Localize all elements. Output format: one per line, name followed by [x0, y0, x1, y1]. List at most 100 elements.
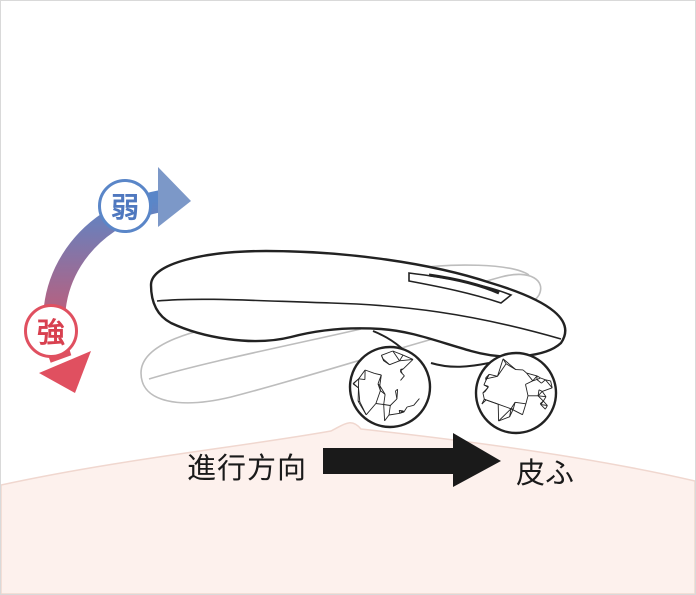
roller-facet-line [542, 400, 548, 406]
intensity-strong-badge: 強 [24, 304, 78, 358]
roller-facet-line [525, 395, 529, 404]
roller-facet-line [484, 398, 499, 405]
direction-label: 進行方向 [187, 451, 308, 485]
roller-facet-line [383, 394, 386, 405]
roller-facet-line [522, 403, 527, 415]
roller-facet-line [540, 404, 548, 406]
roller-facet-line [402, 359, 414, 370]
roller-facet-line [522, 369, 527, 374]
roller-facet-line [537, 389, 540, 396]
roller-facet-line [542, 396, 547, 402]
roller-facet-line [359, 401, 367, 415]
roller-facet-line [510, 402, 516, 410]
intensity-weak-badge: 弱 [98, 179, 152, 233]
roller-ball-left [348, 345, 432, 429]
roller-facet-line [400, 375, 405, 381]
roller-facet-line [384, 414, 390, 422]
roller-facet-line [403, 406, 408, 413]
roller-facet-line [532, 375, 538, 382]
roller-facet-line [497, 358, 504, 377]
roller-facet-line [536, 377, 541, 380]
roller-facet-line [525, 380, 533, 385]
roller-facet-line [485, 374, 490, 381]
roller-facet-line [502, 358, 517, 370]
roller-facet-line [484, 398, 487, 401]
roller-facet-line [413, 398, 420, 406]
roller-facet-line [541, 379, 546, 384]
roller-facet-line [550, 380, 553, 388]
roller-facet-line [383, 404, 386, 421]
roller-facet-line [544, 405, 548, 410]
roller-facet-line [540, 404, 546, 410]
roller-facet-line [358, 387, 361, 402]
skin-label: 皮ふ [516, 456, 575, 490]
roller-facet-line [498, 416, 510, 422]
roller-facet-line [398, 410, 401, 414]
roller-facet-line [541, 391, 547, 397]
roller-facet-line [395, 388, 398, 392]
roller-facet-line [509, 408, 512, 417]
roller-facet-line [400, 370, 403, 374]
roller-facet-line [379, 374, 382, 386]
roller-facet-line [379, 385, 381, 391]
roller-facet-line [536, 375, 541, 379]
roller-facet-line [484, 384, 489, 388]
direction-arrow-icon [323, 433, 501, 487]
roller-facet-line [526, 372, 534, 382]
roller-facet-line [537, 391, 543, 397]
roller-facet-line [399, 358, 414, 362]
roller-facet-line [358, 369, 366, 380]
roller-facet-line [545, 379, 553, 389]
roller-facet-line [383, 404, 391, 406]
roller-facet-line [358, 378, 365, 381]
roller-facet-line [484, 387, 489, 392]
roller-facet-line [383, 360, 390, 366]
roller-facet-line [406, 404, 414, 408]
roller-facet-line [399, 354, 404, 362]
roller-ball-right [474, 351, 558, 435]
roller-facet-line [375, 390, 381, 404]
roller-facet-line [540, 377, 546, 381]
roller-facet-line [402, 354, 414, 360]
roller-facet-line [486, 375, 498, 380]
roller-facet-line [525, 384, 529, 396]
roller-facet-line [537, 395, 544, 402]
roller-facet-line [381, 350, 393, 356]
roller-facet-line [497, 363, 507, 377]
roller-facet-line [374, 372, 382, 376]
roller-facet-line [389, 398, 398, 406]
roller-facet-line [388, 405, 391, 416]
roller-facet-line [498, 403, 512, 410]
roller-facet-line [379, 385, 386, 395]
roller-facet-line [482, 392, 485, 400]
roller-facet-line [538, 389, 543, 392]
roller-facet-line [540, 400, 544, 404]
roller-facet-line [536, 379, 542, 384]
roller-facet-line [538, 395, 547, 398]
roller-facet-line [498, 408, 512, 422]
roller-facet-line [526, 372, 538, 377]
roller-facet-line [401, 373, 405, 377]
roller-facet-line [392, 350, 400, 362]
roller-facet-line [515, 401, 526, 405]
roller-facet-line [542, 387, 553, 392]
skin-surface [1, 422, 695, 594]
facial-roller-device-icon [149, 249, 567, 372]
roller-facet-line [389, 360, 400, 366]
roller-facet-line [489, 373, 498, 377]
roller-facet-line [481, 399, 487, 405]
roller-facet-line [388, 412, 400, 416]
roller-facet-line [375, 403, 384, 405]
roller-facet-line [392, 350, 404, 356]
roller-facet-line [364, 369, 375, 374]
roller-facet-line [545, 379, 551, 382]
roller-facet-line [396, 389, 399, 399]
roller-facet-line [365, 403, 377, 416]
roller-facet-line [399, 409, 404, 413]
roller-facet-line [483, 380, 487, 386]
roller-facet-line [352, 378, 360, 385]
roller-facet-line [353, 382, 359, 389]
roller-facet-line [510, 408, 523, 416]
